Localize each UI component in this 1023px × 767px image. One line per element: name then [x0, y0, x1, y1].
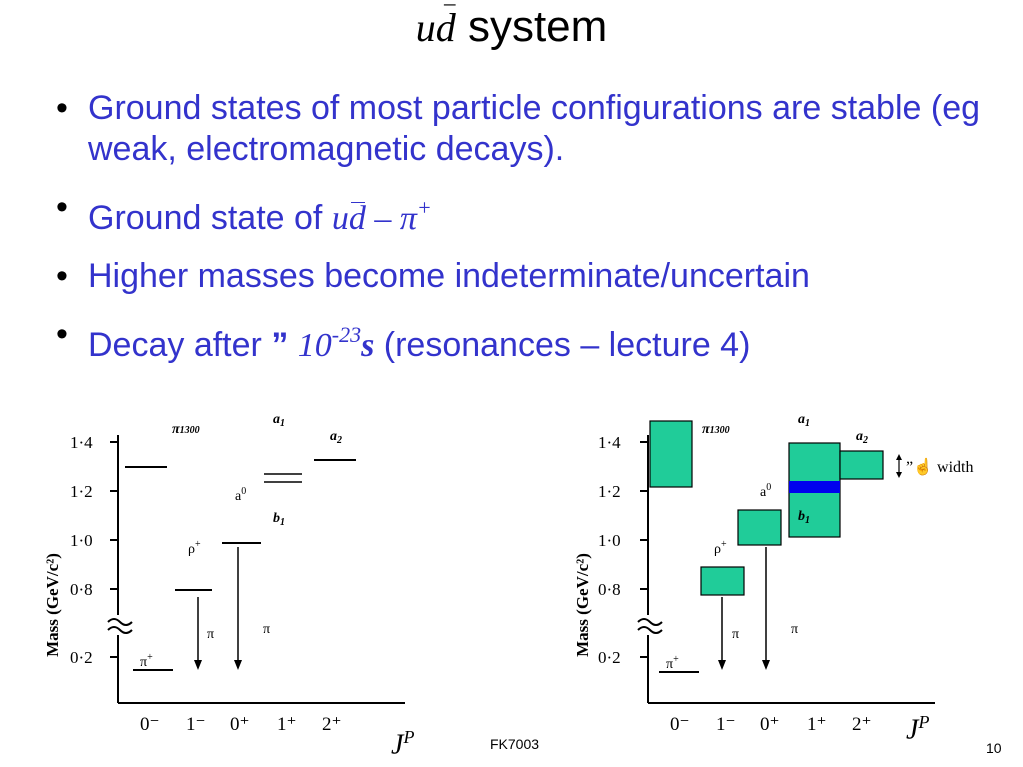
- label-a0: a0: [235, 486, 246, 504]
- right-mass-diagram: Mass (GeV/c²) 1·4 1·2 1·0 0·8 0·2 0⁻ 1⁻ …: [573, 412, 973, 735]
- label-pi-decay-1: π: [732, 627, 739, 642]
- lifetime-number: 10: [297, 327, 332, 364]
- antiquark-bar: ‾: [444, 2, 455, 35]
- bullet-text: (resonances – lecture 4): [374, 326, 751, 364]
- bullet-text: Higher masses become indeterminate/uncer…: [88, 257, 810, 295]
- label-pi-decay-1: π: [207, 627, 214, 642]
- bullet-item-4: • Decay after ” 10-23s (resonances – lect…: [50, 314, 1000, 366]
- label-a1: a1: [273, 412, 285, 429]
- bullet-text: Ground state of: [88, 199, 332, 237]
- x-ticks: 0⁻ 1⁻ 0⁺ 1⁺ 2⁺: [670, 714, 872, 735]
- xtick-2plus: 2⁺: [852, 714, 872, 735]
- ytick-0.8: 0·8: [70, 580, 93, 599]
- slide-title: ud‾ system: [0, 2, 1023, 52]
- bullet-item-1: • Ground states of most particle configur…: [50, 88, 1000, 170]
- arrowhead: [762, 660, 770, 670]
- ytick-0.8: 0·8: [598, 580, 621, 599]
- ytick-1.0: 1·0: [70, 531, 93, 550]
- arrowhead: [718, 660, 726, 670]
- width-box-rho: [700, 566, 745, 596]
- label-pi1300: π1300: [172, 422, 200, 437]
- y-ticks: 1·4 1·2 1·0 0·8 0·2: [70, 433, 118, 667]
- label-a2: a2: [330, 429, 342, 446]
- ytick-1.2: 1·2: [70, 482, 93, 501]
- xtick-0plus: 0⁺: [230, 714, 250, 735]
- ytick-0.2: 0·2: [70, 648, 93, 667]
- label-rho: ρ+: [188, 539, 201, 557]
- bullet-dot: •: [56, 315, 68, 353]
- label-b1: b1: [273, 511, 285, 528]
- label-pi-plus: π+: [666, 654, 679, 672]
- title-u: u: [415, 5, 436, 50]
- ytick-1.0: 1·0: [598, 531, 621, 550]
- math-sup: +: [416, 195, 432, 220]
- title-math: ud‾: [415, 2, 456, 50]
- bullet-list: • Ground states of most particle configur…: [50, 88, 1000, 383]
- xtick-2plus: 2⁺: [322, 714, 342, 735]
- y-axis-label: Mass (GeV/c²): [43, 553, 62, 657]
- width-annotation: ”☝ width: [906, 457, 973, 476]
- label-pi-plus: π+: [140, 652, 153, 670]
- xtick-1minus: 1⁻: [186, 714, 206, 735]
- arrowhead: [896, 454, 902, 478]
- label-pi-decay-2: π: [263, 622, 270, 637]
- y-ticks: 1·4 1·2 1·0 0·8 0·2: [598, 433, 648, 667]
- lifetime-exponent: -23: [331, 322, 362, 347]
- ytick-1.4: 1·4: [598, 433, 621, 452]
- label-a1: a1: [798, 412, 810, 429]
- y-axis-label: Mass (GeV/c²): [573, 553, 592, 657]
- page-number: 10: [986, 740, 1002, 756]
- ytick-1.4: 1·4: [70, 433, 93, 452]
- bullet-text: Decay after: [88, 326, 272, 364]
- label-b1: b1: [798, 509, 810, 526]
- lifetime-unit: s: [361, 327, 375, 364]
- bullet-math: ud – π+: [331, 195, 432, 237]
- width-box-pi1300: [649, 420, 693, 488]
- arrowhead: [234, 660, 242, 670]
- xtick-1plus: 1⁺: [807, 714, 827, 735]
- bullet-dot: •: [56, 188, 68, 226]
- math-u: u: [331, 200, 349, 237]
- xtick-1plus: 1⁺: [277, 714, 297, 735]
- left-mass-diagram: Mass (GeV/c²) 1·4 1·2 1·0 0·8 0·2 0⁻ 1⁻ …: [43, 412, 405, 735]
- label-a2: a2: [856, 429, 868, 446]
- bullet-text: Ground states of most particle configura…: [88, 89, 981, 168]
- ytick-0.2: 0·2: [598, 648, 621, 667]
- x-ticks: 0⁻ 1⁻ 0⁺ 1⁺ 2⁺: [140, 714, 342, 735]
- approx-symbol: ”: [271, 326, 289, 364]
- axis-break: [637, 618, 663, 634]
- bullet-item-2: • Ground state of ud – π+: [50, 187, 1000, 239]
- bullet-dot: •: [56, 89, 68, 127]
- title-text: system: [467, 2, 608, 51]
- footer-course-code: FK7003: [490, 736, 540, 752]
- xtick-0minus: 0⁻: [140, 714, 160, 735]
- width-box-a2: [839, 450, 884, 480]
- bullet-item-3: • Higher masses become indeterminate/unce…: [50, 256, 1000, 297]
- axis-break: [107, 618, 133, 634]
- title-dbar: d: [435, 5, 456, 50]
- label-rho: ρ+: [714, 539, 727, 557]
- xtick-1minus: 1⁻: [716, 714, 736, 735]
- width-box-a0: [737, 509, 782, 546]
- label-a0: a0: [760, 482, 771, 500]
- arrowhead: [194, 660, 202, 670]
- left-x-axis-label: JP: [391, 727, 415, 761]
- xtick-0minus: 0⁻: [670, 714, 690, 735]
- math-pi: – π: [365, 200, 417, 237]
- xtick-0plus: 0⁺: [760, 714, 780, 735]
- lifetime-math: 10-23s: [297, 322, 375, 364]
- right-x-axis-label: JP: [906, 712, 930, 746]
- label-pi1300: π1300: [702, 422, 730, 437]
- bullet-dot: •: [56, 257, 68, 295]
- label-pi-decay-2: π: [791, 622, 798, 637]
- ytick-1.2: 1·2: [598, 482, 621, 501]
- width-band-b1: [789, 481, 840, 493]
- math-dbar: d: [348, 200, 366, 237]
